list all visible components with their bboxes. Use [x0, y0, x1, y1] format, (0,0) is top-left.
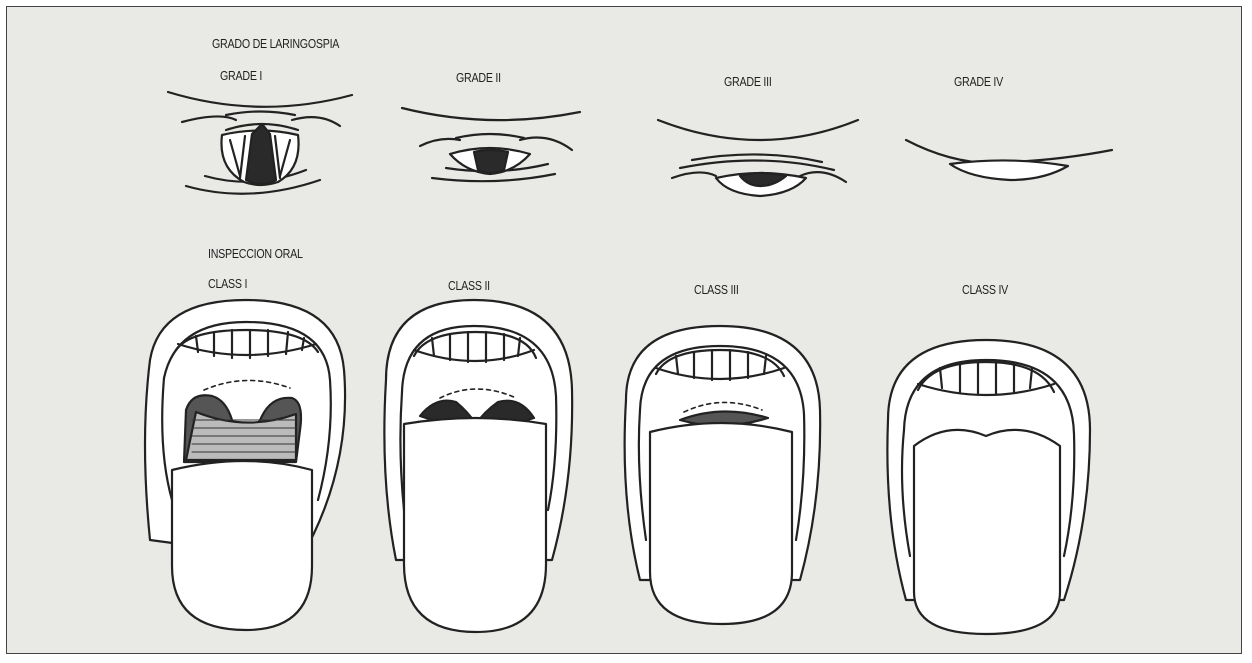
mouth-class-3-drawing [625, 326, 821, 624]
larynx-grade-3-drawing [658, 120, 858, 196]
larynx-grade-2-drawing [402, 108, 580, 181]
mouth-class-4-drawing [887, 340, 1090, 634]
larynx-grade-4-drawing [906, 140, 1112, 180]
larynx-grade-1-drawing [168, 92, 352, 194]
mouth-class-2-drawing [384, 300, 572, 632]
mouth-class-1-drawing [145, 300, 345, 630]
